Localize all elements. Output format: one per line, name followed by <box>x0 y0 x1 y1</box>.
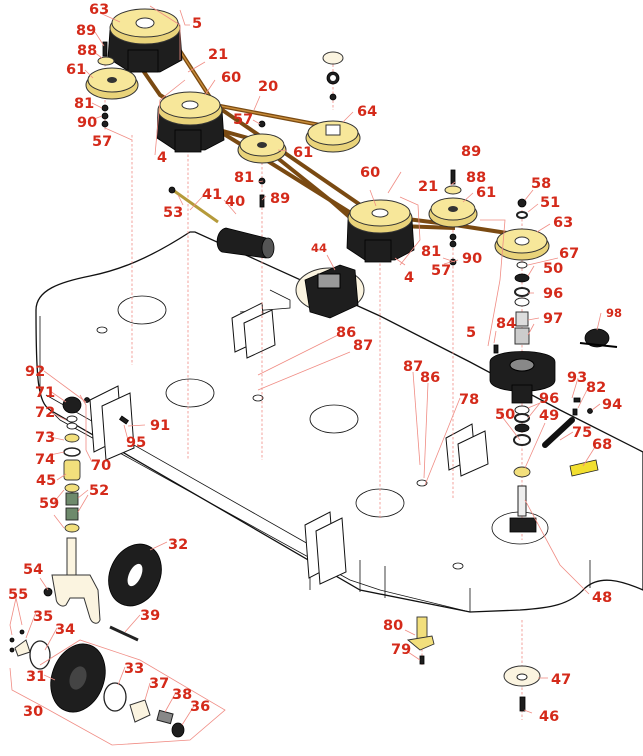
callout-91: 91 <box>150 418 170 434</box>
callout-53: 53 <box>163 205 183 221</box>
callout-39: 39 <box>140 608 160 624</box>
callout-86: 86 <box>336 325 356 341</box>
callout-89: 89 <box>270 191 290 207</box>
callout-92: 92 <box>25 364 45 380</box>
callout-60: 60 <box>221 70 241 86</box>
callout-57: 57 <box>431 263 451 279</box>
idler-pulley-center <box>237 120 287 208</box>
callout-49: 49 <box>539 408 559 424</box>
callout-33: 33 <box>124 661 144 677</box>
callout-labels: 63 5 89 88 21 61 60 81 90 57 20 64 57 61… <box>8 2 622 725</box>
callout-68: 68 <box>592 437 612 453</box>
idler-pulley-right <box>428 169 478 266</box>
callout-94: 94 <box>602 397 622 413</box>
callout-89: 89 <box>461 144 481 160</box>
callout-98: 98 <box>606 306 622 320</box>
callout-46: 46 <box>539 709 559 725</box>
callout-35: 35 <box>33 609 53 625</box>
callout-71: 71 <box>35 385 55 401</box>
callout-87: 87 <box>403 359 423 375</box>
callout-95: 95 <box>126 435 146 451</box>
callout-45: 45 <box>36 473 56 489</box>
callout-84: 84 <box>496 316 516 332</box>
bottom-parts <box>406 616 541 712</box>
callout-63: 63 <box>553 215 573 231</box>
callout-73: 73 <box>35 430 55 446</box>
callout-57: 57 <box>233 112 253 128</box>
callout-47: 47 <box>551 672 571 688</box>
callout-59: 59 <box>39 496 59 512</box>
callout-58: 58 <box>531 176 551 192</box>
callout-97: 97 <box>543 311 563 327</box>
height-adjust-stack <box>62 396 129 533</box>
callout-88: 88 <box>77 43 97 59</box>
callout-32: 32 <box>168 537 188 553</box>
center-left-spindle-assembly <box>156 91 225 153</box>
callout-81: 81 <box>421 244 441 260</box>
callout-4: 4 <box>157 150 167 166</box>
callout-21: 21 <box>418 179 438 195</box>
callout-30: 30 <box>23 704 43 720</box>
callout-74: 74 <box>35 452 55 468</box>
callout-38: 38 <box>172 687 192 703</box>
callout-96: 96 <box>543 286 563 302</box>
callout-72: 72 <box>35 405 55 421</box>
callout-44: 44 <box>311 241 327 255</box>
left-spindle-assembly <box>107 8 183 73</box>
callout-89: 89 <box>76 23 96 39</box>
callout-61: 61 <box>293 145 313 161</box>
callout-61: 61 <box>476 185 496 201</box>
decal-part <box>569 459 599 477</box>
callout-67: 67 <box>559 246 579 262</box>
gearbox <box>295 264 365 319</box>
callout-50: 50 <box>495 407 515 423</box>
callout-70: 70 <box>91 458 111 474</box>
callout-64: 64 <box>357 104 377 120</box>
callout-80: 80 <box>383 618 403 634</box>
callout-37: 37 <box>149 676 169 692</box>
caster-wheel-assembly <box>9 537 185 738</box>
callout-55: 55 <box>8 587 28 603</box>
callout-81: 81 <box>234 170 254 186</box>
callout-57: 57 <box>92 134 112 150</box>
spring-part <box>579 328 618 348</box>
callout-31: 31 <box>26 669 46 685</box>
callout-86: 86 <box>420 370 440 386</box>
roller-assembly <box>168 186 275 259</box>
callout-20: 20 <box>258 79 278 95</box>
callout-90: 90 <box>77 115 97 131</box>
callout-34: 34 <box>55 622 75 638</box>
callout-51: 51 <box>540 195 560 211</box>
callout-54: 54 <box>23 562 43 578</box>
callout-4: 4 <box>404 270 414 286</box>
callout-61: 61 <box>66 62 86 78</box>
callout-75: 75 <box>572 425 592 441</box>
leader-lines <box>9 5 602 746</box>
callout-52: 52 <box>89 483 109 499</box>
callout-60: 60 <box>360 165 380 181</box>
callout-87: 87 <box>353 338 373 354</box>
callout-48: 48 <box>592 590 612 606</box>
callout-40: 40 <box>225 194 245 210</box>
callout-96: 96 <box>539 391 559 407</box>
callout-21: 21 <box>208 47 228 63</box>
callout-63: 63 <box>89 2 109 18</box>
callout-5: 5 <box>466 325 476 341</box>
callout-93: 93 <box>567 370 587 386</box>
callout-78: 78 <box>459 392 479 408</box>
callout-79: 79 <box>391 642 411 658</box>
callout-82: 82 <box>586 380 606 396</box>
callout-50: 50 <box>543 261 563 277</box>
shock-absorber <box>542 397 593 448</box>
callout-5: 5 <box>192 16 202 32</box>
callout-88: 88 <box>466 170 486 186</box>
idler-pulley-left <box>85 41 139 128</box>
callout-41: 41 <box>202 187 222 203</box>
callout-36: 36 <box>190 699 210 715</box>
callout-90: 90 <box>462 251 482 267</box>
center-right-spindle-assembly <box>346 199 415 263</box>
gearbox-pulley <box>305 51 361 153</box>
callout-81: 81 <box>74 96 94 112</box>
